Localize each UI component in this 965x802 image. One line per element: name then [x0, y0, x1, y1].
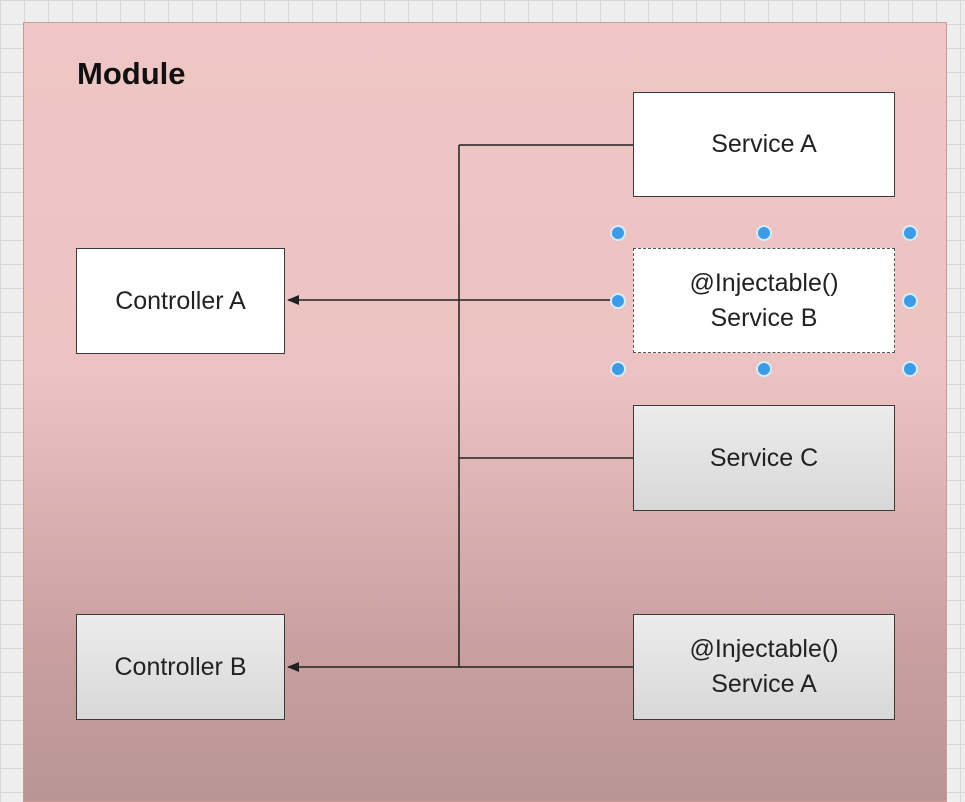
service-c-label: Service C — [709, 443, 819, 472]
service-b-decorator: @Injectable() — [689, 268, 839, 297]
controller-a-label: Controller A — [115, 286, 246, 315]
resize-handle-top-right[interactable] — [902, 225, 918, 241]
resize-handle-left[interactable] — [610, 293, 626, 309]
service-b-label: Service B — [710, 303, 818, 332]
controller-b-box[interactable]: Controller B — [76, 614, 285, 720]
service-c-box[interactable]: Service C — [633, 405, 895, 511]
resize-handle-bottom[interactable] — [756, 361, 772, 377]
service-a-injectable-box[interactable]: @Injectable() Service A — [633, 614, 895, 720]
connector-lines — [287, 144, 633, 672]
controller-b-label: Controller B — [114, 652, 247, 681]
module-title: Module — [77, 56, 186, 91]
service-a-injectable-label: Service A — [711, 670, 817, 698]
resize-handle-top-left[interactable] — [610, 225, 626, 241]
service-b-box[interactable]: @Injectable() Service B — [633, 248, 895, 353]
resize-handle-right[interactable] — [902, 293, 918, 309]
controller-a-box[interactable]: Controller A — [76, 248, 285, 354]
resize-handle-top[interactable] — [756, 225, 772, 241]
service-a-injectable-decorator: @Injectable() — [689, 635, 839, 663]
resize-handle-bottom-right[interactable] — [902, 361, 918, 377]
service-a-label: Service A — [711, 130, 817, 158]
resize-handle-bottom-left[interactable] — [610, 361, 626, 377]
service-a-box[interactable]: Service A — [633, 92, 895, 197]
